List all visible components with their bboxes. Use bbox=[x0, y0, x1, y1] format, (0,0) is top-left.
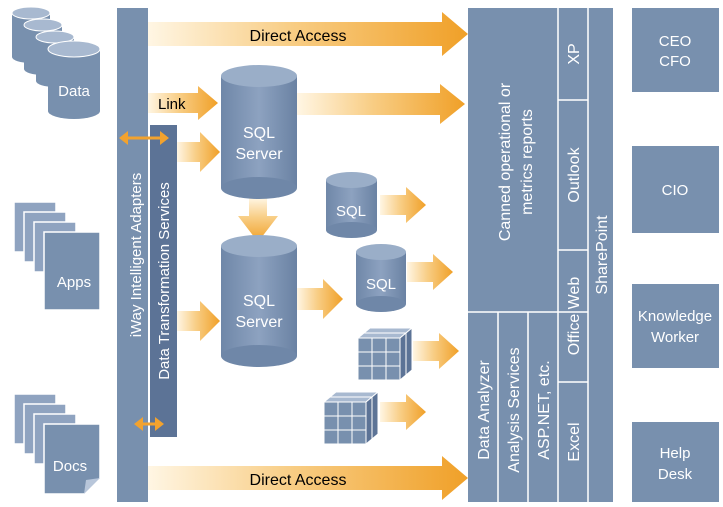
help-label-line2: Desk bbox=[658, 466, 693, 483]
audience-help-desk: Help Desk bbox=[632, 422, 719, 502]
sql-server-2-line2: Server bbox=[235, 314, 283, 331]
excel-label: Excel bbox=[566, 422, 583, 461]
dts-bar bbox=[150, 125, 177, 437]
audience-knowledge-worker: Knowledge Worker bbox=[632, 284, 719, 368]
small-arrow-1 bbox=[380, 187, 426, 223]
sharepoint-label: SharePoint bbox=[594, 215, 611, 295]
reporting-panel bbox=[468, 8, 613, 502]
sql-small-2-icon: SQL bbox=[356, 244, 406, 312]
knowledge-label-line2: Worker bbox=[651, 329, 699, 346]
docs-source-icon: Docs bbox=[13, 393, 101, 495]
outlook-label: Outlook bbox=[566, 146, 583, 202]
reporting-dividers bbox=[468, 8, 589, 502]
dts-to-sql2-arrow bbox=[177, 301, 220, 341]
canned-reports-line2: metrics reports bbox=[519, 109, 536, 215]
olap-cube-1-icon bbox=[356, 326, 414, 382]
aspnet-label: ASP.NET, etc. bbox=[536, 360, 553, 459]
cfo-label: CFO bbox=[659, 53, 691, 70]
data-source-icon: Data bbox=[11, 6, 101, 119]
data-analyzer-label: Data Analyzer bbox=[476, 360, 493, 460]
small-arrow-4 bbox=[380, 394, 426, 430]
link-label: Link bbox=[158, 96, 186, 113]
audience-ceo-cfo: CEO CFO bbox=[632, 8, 719, 92]
direct-access-bottom-arrow: Direct Access bbox=[148, 456, 468, 500]
sql1-to-reports-arrow bbox=[297, 84, 465, 124]
double-arrow-icon bbox=[119, 131, 169, 145]
canned-reports-line1: Canned operational or bbox=[497, 82, 514, 241]
dts-to-sql1-arrow bbox=[177, 132, 220, 172]
sql-small-1-icon: SQL bbox=[326, 172, 377, 238]
knowledge-label-line1: Knowledge bbox=[638, 308, 712, 325]
direct-access-top-arrow: Direct Access bbox=[148, 12, 468, 56]
office-web-label: Office Web bbox=[566, 277, 583, 356]
small-arrow-3 bbox=[413, 333, 459, 369]
dts-label: Data Transformation Services bbox=[156, 182, 173, 380]
direct-access-top-label: Direct Access bbox=[250, 28, 347, 45]
ceo-label: CEO bbox=[659, 33, 692, 50]
small-arrow-2 bbox=[407, 254, 453, 290]
sql2-right-arrow bbox=[297, 279, 343, 319]
apps-label: Apps bbox=[57, 274, 91, 291]
help-label-line1: Help bbox=[660, 445, 691, 462]
olap-cube-2-icon bbox=[322, 390, 380, 446]
sql-server-1-line2: Server bbox=[235, 146, 283, 163]
sql-small-1-label: SQL bbox=[336, 203, 366, 220]
direct-access-bottom-label: Direct Access bbox=[250, 472, 347, 489]
docs-label: Docs bbox=[53, 458, 87, 475]
sql-server-2-line1: SQL bbox=[243, 293, 275, 310]
link-arrow: Link bbox=[148, 86, 218, 120]
apps-source-icon: Apps bbox=[13, 201, 101, 311]
double-arrow-icon bbox=[134, 417, 164, 431]
sql-server-1-icon: SQL Server bbox=[221, 65, 297, 199]
iway-adapters-label: iWay Intelligent Adapters bbox=[128, 173, 145, 338]
sql1-to-sql2-arrow bbox=[238, 198, 278, 242]
data-label: Data bbox=[58, 83, 90, 100]
sql-server-2-icon: SQL Server bbox=[221, 235, 297, 367]
audience-cio: CIO bbox=[632, 146, 719, 233]
xp-label: XP bbox=[566, 43, 583, 64]
cio-label: CIO bbox=[662, 182, 689, 199]
sql-server-1-line1: SQL bbox=[243, 125, 275, 142]
analysis-services-label: Analysis Services bbox=[506, 347, 523, 472]
sql-small-2-label: SQL bbox=[366, 276, 396, 293]
